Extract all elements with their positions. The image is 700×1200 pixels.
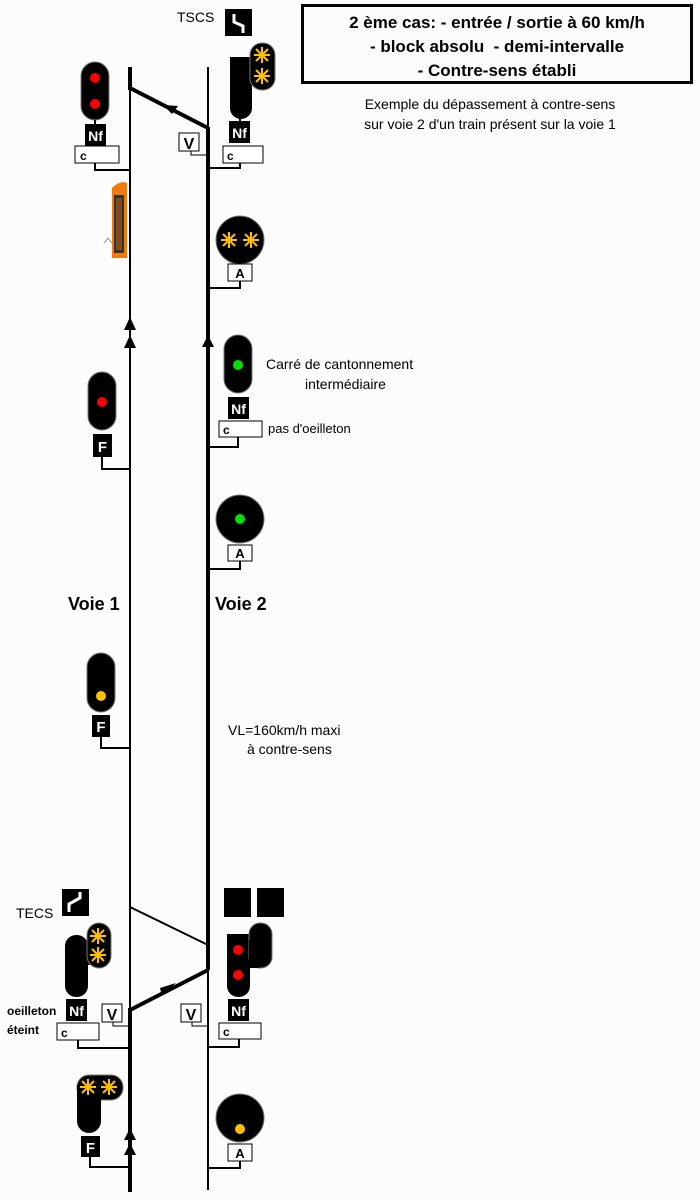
signal-v1-bottom-rappel: F	[76, 1074, 130, 1168]
nf-plate: Nf	[88, 128, 103, 144]
voie1-label: Voie 1	[68, 594, 120, 614]
c-plate: c	[80, 149, 87, 163]
subtitle: Exemple du dépassement à contre-sens sur…	[300, 94, 680, 134]
subtitle-line-1: Exemple du dépassement à contre-sens	[364, 96, 616, 112]
voie1-up-arrows	[124, 317, 136, 348]
arrow-up-icon	[124, 335, 136, 348]
tecs-icon	[67, 892, 82, 912]
title-line-1: 2 ème cas: - entrée / sortie à 60 km/h	[349, 13, 645, 32]
train-icon	[103, 182, 127, 258]
title-line-2: - block absolu - demi-intervalle	[369, 37, 625, 56]
arrow-up-icon	[124, 1128, 136, 1140]
v-board-top: V	[178, 132, 208, 156]
direction-arrow-icon	[160, 983, 176, 996]
vl-label-line1: VL=160km/h maxi	[228, 722, 341, 738]
oeilleton-label-line1: oeilleton	[7, 1004, 57, 1018]
subtitle-line-2: sur voie 2 d'un train présent sur la voi…	[364, 116, 616, 132]
carre-label-line1: Carré de cantonnement	[266, 356, 414, 372]
title-line-3: - Contre-sens établi	[417, 61, 577, 80]
nf-plate: Nf	[231, 1003, 246, 1019]
signal-v2-bottom-carre: Nf c	[208, 922, 273, 1048]
signal-v2-bottom-avertissement: A	[208, 1093, 265, 1169]
c-plate: c	[61, 1026, 68, 1040]
c-plate: c	[227, 149, 234, 163]
nf-plate: Nf	[231, 401, 246, 417]
v-board-v2: V	[180, 1003, 208, 1027]
a-plate: A	[235, 266, 245, 281]
signal-v2-carre-cantonnement: Nf c	[208, 334, 263, 448]
c-plate: c	[223, 1025, 230, 1039]
signal-v2-avertissement-2: A	[208, 494, 265, 570]
oeilleton-label-line2: éteint	[7, 1023, 40, 1037]
carre-indicator-boards	[224, 888, 284, 917]
carre-label-line2: intermédiaire	[305, 376, 386, 392]
f-plate: F	[98, 439, 107, 456]
voie2-label: Voie 2	[215, 594, 267, 614]
tscs-icon	[232, 14, 245, 33]
c-plate: c	[223, 423, 230, 437]
bottom-crossovers	[129, 906, 209, 1012]
tscs-label: TSCS	[177, 9, 214, 25]
voie1-up-arrows-bottom	[124, 1128, 136, 1155]
nf-plate: Nf	[69, 1003, 84, 1019]
a-plate: A	[235, 1146, 245, 1161]
nf-plate: Nf	[232, 125, 247, 141]
f-plate: F	[86, 1140, 95, 1157]
arrow-up-icon	[124, 317, 136, 330]
signal-v1-top-carre: Nf c	[74, 61, 130, 171]
v-plate: V	[184, 136, 195, 153]
signal-v2-top-entry: Nf c	[208, 42, 276, 169]
signal-v1-semaphore: F	[87, 371, 130, 470]
arrow-up-icon	[202, 335, 214, 347]
pas-oeilleton-label: pas d'oeilleton	[268, 421, 351, 436]
top-crossover	[129, 86, 209, 130]
tecs-label: TECS	[16, 905, 53, 921]
v-plate: V	[107, 1007, 118, 1024]
tscs-board: TSCS	[177, 9, 252, 36]
direction-arrow-icon	[163, 105, 178, 114]
signal-v1-bottom-entry: Nf c	[56, 922, 130, 1049]
signal-v2-avertissement-1: A	[208, 215, 265, 289]
v-board-v1: V	[101, 1003, 130, 1027]
a-plate: A	[235, 546, 245, 561]
vl-label-line2: à contre-sens	[247, 741, 332, 757]
tecs-board: TECS	[16, 889, 89, 921]
signal-v1-avertissement: F	[86, 652, 130, 749]
v-plate: V	[186, 1007, 197, 1024]
arrow-up-icon	[124, 1143, 136, 1155]
f-plate: F	[96, 719, 105, 736]
title-box: 2 ème cas: - entrée / sortie à 60 km/h -…	[301, 4, 693, 84]
